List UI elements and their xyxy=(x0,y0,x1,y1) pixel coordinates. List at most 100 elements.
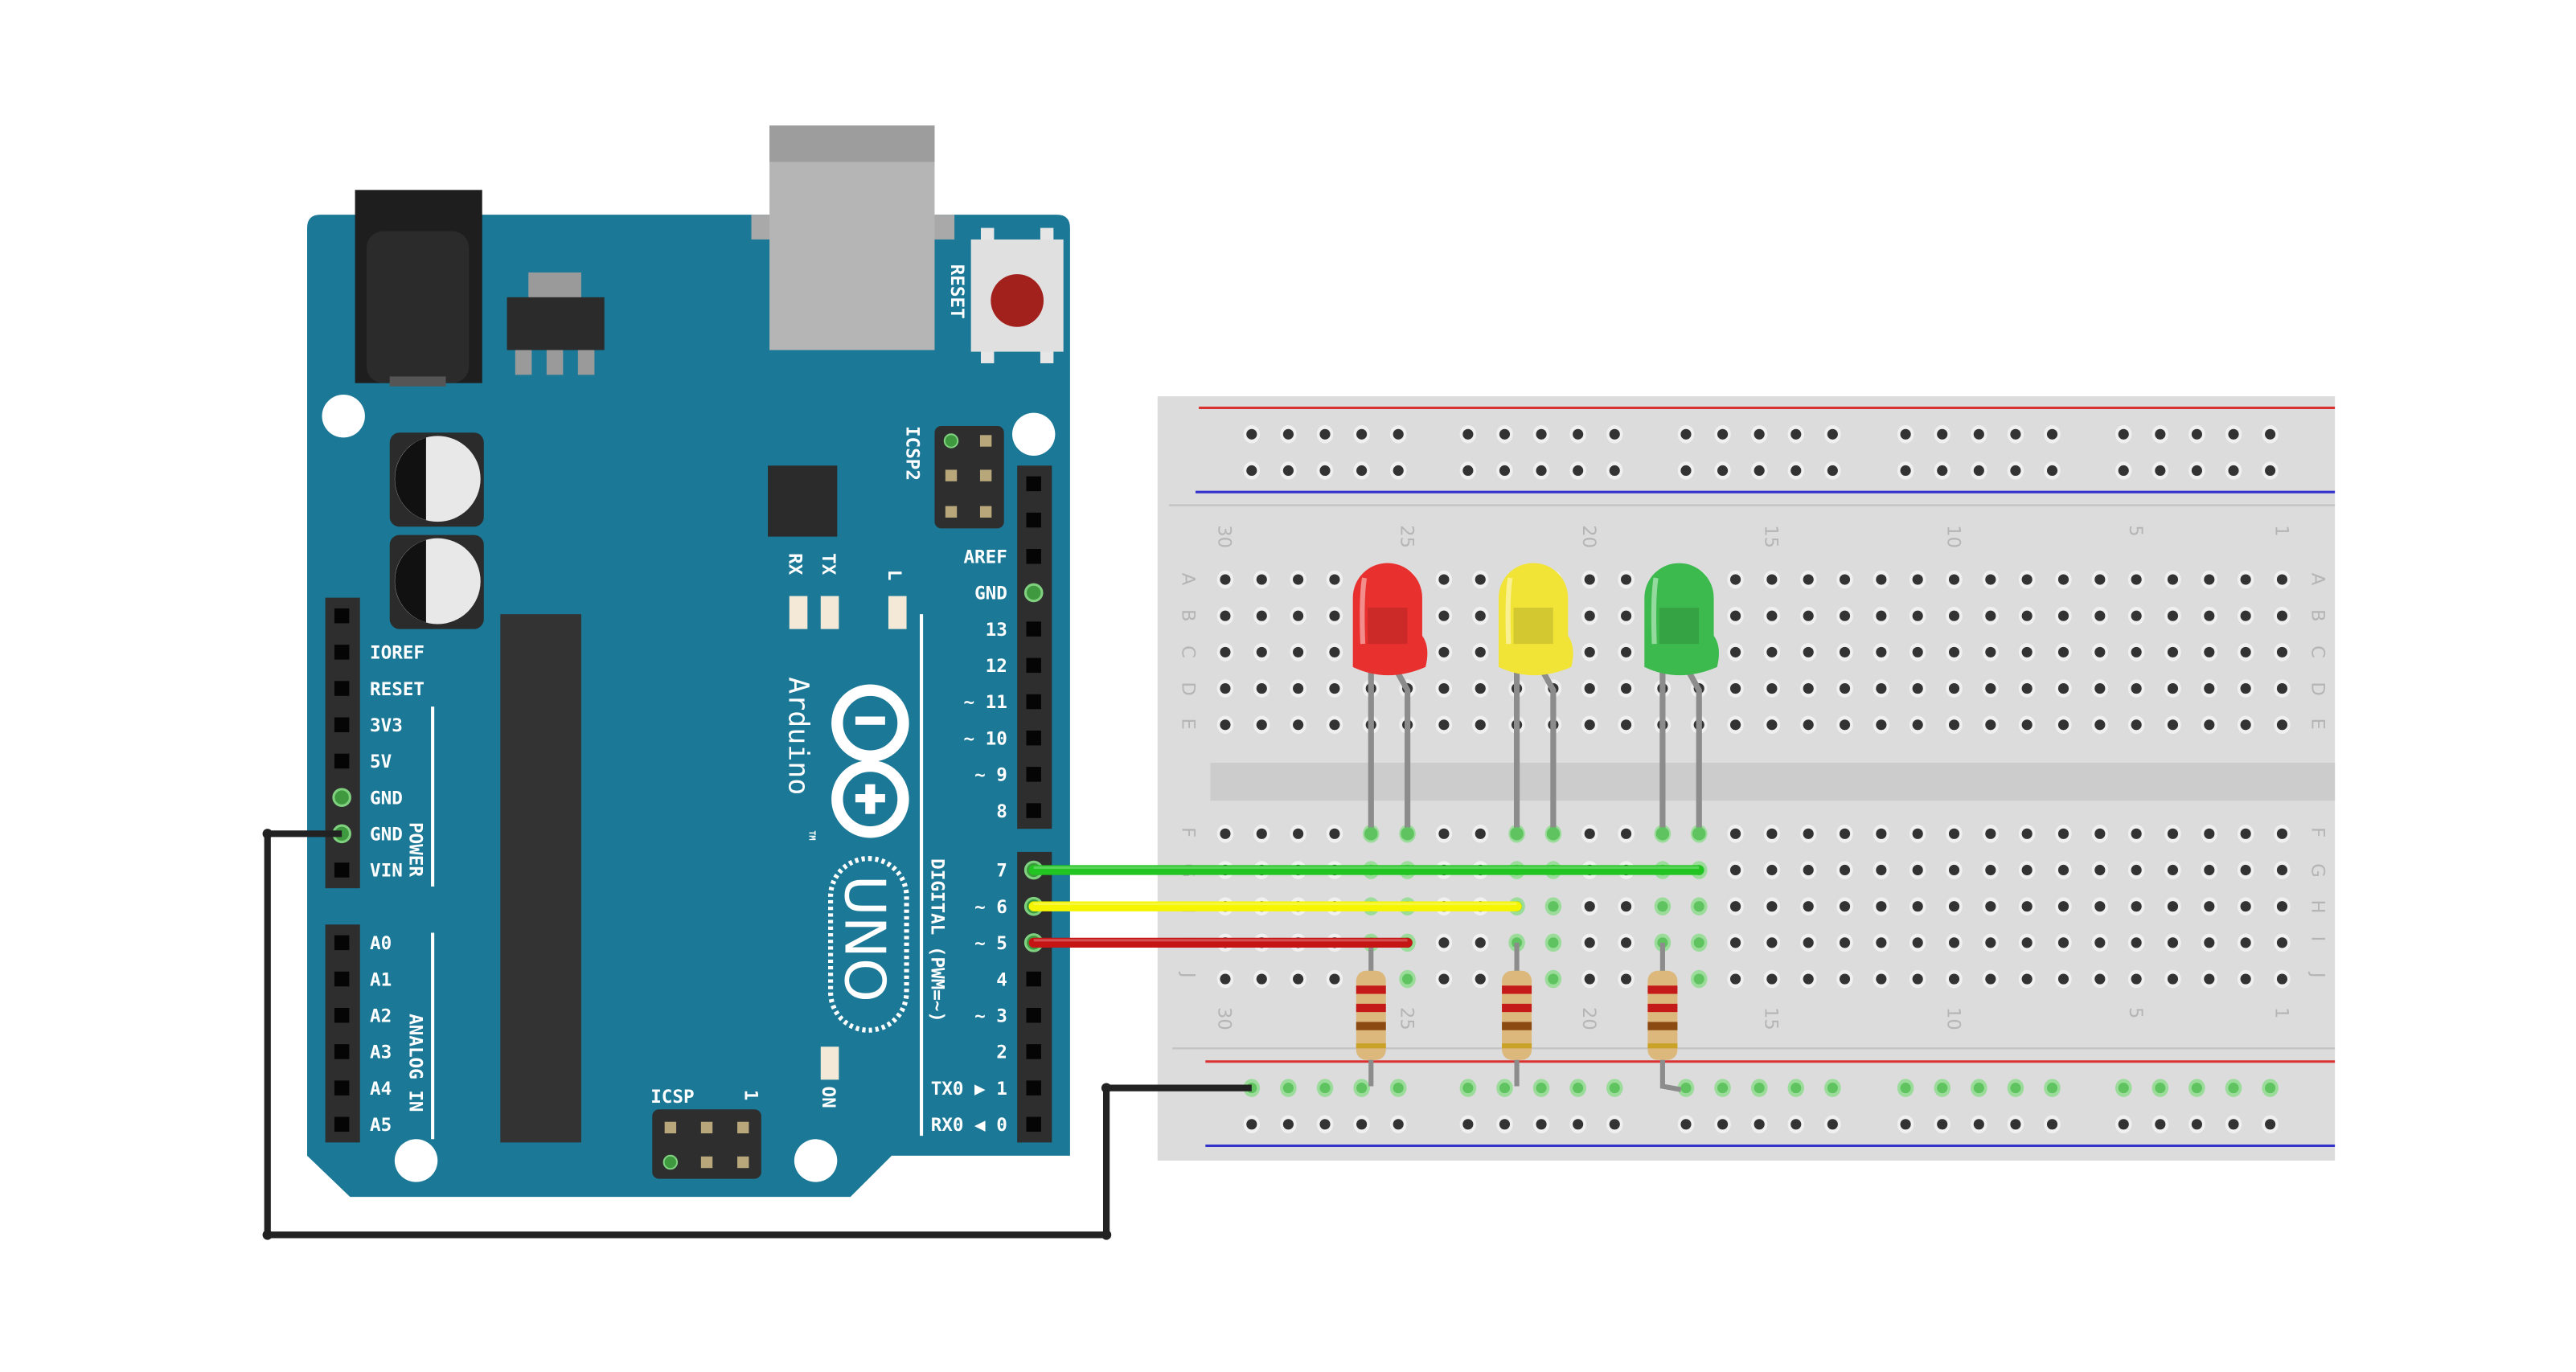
digital-pin[interactable] xyxy=(1026,694,1041,710)
breadboard-hole[interactable] xyxy=(1548,901,1559,912)
rail-hole[interactable] xyxy=(1246,1119,1257,1130)
rail-hole[interactable] xyxy=(1717,428,1729,440)
digital-pin[interactable] xyxy=(1026,730,1041,746)
breadboard-hole[interactable] xyxy=(1256,574,1267,585)
breadboard-hole[interactable] xyxy=(2131,828,2142,839)
breadboard-hole[interactable] xyxy=(2094,828,2106,839)
breadboard-hole[interactable] xyxy=(2204,610,2215,621)
rail-hole[interactable] xyxy=(2118,1119,2129,1130)
breadboard-hole[interactable] xyxy=(2057,646,2069,657)
breadboard-hole[interactable] xyxy=(1475,973,1486,985)
breadboard-hole[interactable] xyxy=(1475,719,1486,731)
breadboard-hole[interactable] xyxy=(1803,646,1814,657)
rail-hole[interactable] xyxy=(1573,1083,1584,1094)
breadboard-hole[interactable] xyxy=(1584,828,1595,839)
breadboard-hole[interactable] xyxy=(1876,937,1887,948)
digital-pin[interactable] xyxy=(1026,803,1041,818)
breadboard-hole[interactable] xyxy=(1620,973,1632,985)
rail-hole[interactable] xyxy=(1462,428,1474,440)
ground-wire[interactable] xyxy=(264,830,1252,1239)
rail-hole[interactable] xyxy=(1900,1119,1911,1130)
rail-hole[interactable] xyxy=(1573,465,1584,477)
breadboard-hole[interactable] xyxy=(1839,683,1851,694)
breadboard-hole[interactable] xyxy=(1256,683,1267,694)
breadboard-hole[interactable] xyxy=(1803,719,1814,731)
breadboard-hole[interactable] xyxy=(2240,937,2251,948)
breadboard-hole[interactable] xyxy=(1803,683,1814,694)
breadboard-hole[interactable] xyxy=(2167,610,2179,621)
digital-pin[interactable] xyxy=(1026,621,1041,637)
rail-hole[interactable] xyxy=(1609,1119,1620,1130)
breadboard-hole[interactable] xyxy=(2057,574,2069,585)
rail-hole[interactable] xyxy=(1937,465,1948,477)
rail-hole[interactable] xyxy=(1282,1083,1294,1094)
breadboard-hole[interactable] xyxy=(2094,646,2106,657)
breadboard-hole[interactable] xyxy=(1220,973,1231,985)
breadboard-hole[interactable] xyxy=(2240,973,2251,985)
breadboard-hole[interactable] xyxy=(2240,610,2251,621)
rail-hole[interactable] xyxy=(1393,465,1404,477)
breadboard-hole[interactable] xyxy=(2094,719,2106,731)
breadboard-hole[interactable] xyxy=(2240,646,2251,657)
breadboard-hole[interactable] xyxy=(1803,610,1814,621)
rail-hole[interactable] xyxy=(2228,1119,2239,1130)
rail-hole[interactable] xyxy=(2010,1119,2021,1130)
breadboard-hole[interactable] xyxy=(1912,864,1923,876)
rail-hole[interactable] xyxy=(1393,1083,1404,1094)
rail-hole[interactable] xyxy=(1282,428,1294,440)
rail-hole[interactable] xyxy=(1973,1083,1984,1094)
power-pin[interactable] xyxy=(334,681,350,696)
breadboard-hole[interactable] xyxy=(2131,574,2142,585)
rail-hole[interactable] xyxy=(1754,1083,1765,1094)
digital-pin-unused[interactable] xyxy=(1026,512,1041,528)
breadboard-hole[interactable] xyxy=(2276,973,2288,985)
breadboard-hole[interactable] xyxy=(1876,683,1887,694)
breadboard-hole[interactable] xyxy=(1729,719,1741,731)
rail-hole[interactable] xyxy=(1609,428,1620,440)
breadboard-hole[interactable] xyxy=(1475,683,1486,694)
breadboard-hole[interactable] xyxy=(1985,683,1996,694)
breadboard-hole[interactable] xyxy=(2057,683,2069,694)
rail-hole[interactable] xyxy=(2046,428,2058,440)
breadboard-hole[interactable] xyxy=(1766,574,1778,585)
breadboard-hole[interactable] xyxy=(1948,646,1960,657)
breadboard-hole[interactable] xyxy=(1329,574,1340,585)
breadboard-hole[interactable] xyxy=(1766,719,1778,731)
breadboard-hole[interactable] xyxy=(1548,937,1559,948)
breadboard-hole[interactable] xyxy=(1948,719,1960,731)
breadboard-hole[interactable] xyxy=(2131,646,2142,657)
rail-hole[interactable] xyxy=(2191,1119,2203,1130)
rail-hole[interactable] xyxy=(1356,465,1368,477)
power-pin[interactable] xyxy=(334,645,350,660)
breadboard-hole[interactable] xyxy=(2021,719,2032,731)
rail-hole[interactable] xyxy=(2010,465,2021,477)
digital-pin[interactable] xyxy=(1026,657,1041,674)
rail-hole[interactable] xyxy=(1680,1119,1692,1130)
breadboard-hole[interactable] xyxy=(2204,574,2215,585)
breadboard-hole[interactable] xyxy=(1876,719,1887,731)
breadboard-hole[interactable] xyxy=(2021,683,2032,694)
breadboard-hole[interactable] xyxy=(1584,574,1595,585)
rail-hole[interactable] xyxy=(1246,465,1257,477)
analog-pin[interactable] xyxy=(334,1080,350,1096)
rail-hole[interactable] xyxy=(1319,1119,1331,1130)
breadboard-hole[interactable] xyxy=(1803,973,1814,985)
rail-hole[interactable] xyxy=(1754,465,1765,477)
breadboard-hole[interactable] xyxy=(2204,901,2215,912)
breadboard-hole[interactable] xyxy=(1438,828,1450,839)
rail-hole[interactable] xyxy=(1937,428,1948,440)
breadboard-hole[interactable] xyxy=(2204,646,2215,657)
breadboard-hole[interactable] xyxy=(1620,610,1632,621)
breadboard-hole[interactable] xyxy=(2094,864,2106,876)
breadboard-hole[interactable] xyxy=(1912,937,1923,948)
rail-hole[interactable] xyxy=(2118,465,2129,477)
breadboard-hole[interactable] xyxy=(1329,683,1340,694)
breadboard-hole[interactable] xyxy=(2204,828,2215,839)
breadboard-hole[interactable] xyxy=(2057,901,2069,912)
breadboard-hole[interactable] xyxy=(1475,610,1486,621)
rail-hole[interactable] xyxy=(1356,428,1368,440)
breadboard-hole[interactable] xyxy=(2167,646,2179,657)
breadboard-hole[interactable] xyxy=(1584,719,1595,731)
breadboard-hole[interactable] xyxy=(1876,973,1887,985)
breadboard-hole[interactable] xyxy=(1620,719,1632,731)
